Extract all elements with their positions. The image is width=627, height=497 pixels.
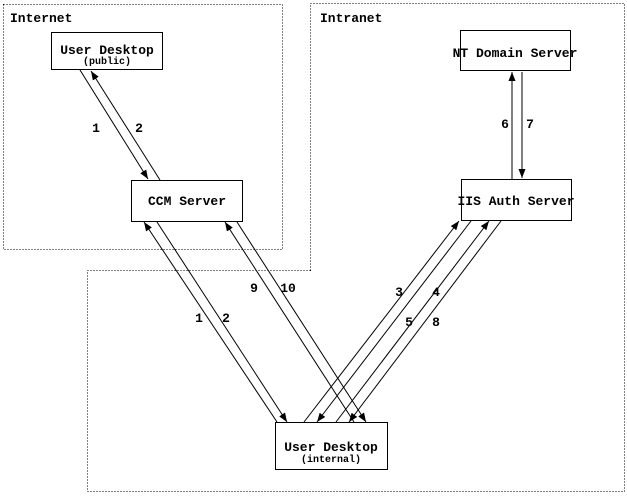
ccm-server-label: CCM Server xyxy=(148,194,226,209)
user-desktop-internal-label: User Desktop xyxy=(284,440,378,455)
zone-intranet-outline xyxy=(87,3,625,492)
user-desktop-internal-box xyxy=(275,422,388,470)
zone-internet-outline xyxy=(3,4,283,250)
edge-label-5: 5 xyxy=(405,315,413,330)
user-desktop-public-box xyxy=(51,32,163,70)
nt-domain-server-box xyxy=(460,30,571,71)
nt-domain-server-label: NT Domain Server xyxy=(453,46,578,61)
edge-iis-to-internal-desktop-8 xyxy=(348,220,502,423)
edge-label-1-internal: 1 xyxy=(195,311,203,326)
edge-label-8: 8 xyxy=(432,315,440,330)
edge-label-6: 6 xyxy=(501,117,509,132)
node-user-desktop-public: User Desktop (public) xyxy=(51,32,163,70)
iis-auth-server-label: IIS Auth Server xyxy=(457,194,574,209)
edge-label-10: 10 xyxy=(280,281,296,296)
edge-ccm-to-internal-desktop-10 xyxy=(236,221,367,423)
zone-internet-label: Internet xyxy=(10,11,72,26)
edge-label-9: 9 xyxy=(250,281,258,296)
edge-iis-to-internal-desktop-4 xyxy=(316,220,472,423)
edge-label-2-internal: 2 xyxy=(222,311,230,326)
edge-label-2-public: 2 xyxy=(135,121,143,136)
edge-internal-desktop-to-ccm-9 xyxy=(224,221,355,423)
edge-internal-desktop-to-ccm-1 xyxy=(143,221,278,423)
edge-label-1-public: 1 xyxy=(92,121,100,136)
user-desktop-public-label: User Desktop xyxy=(60,43,154,58)
edge-ccm-to-internal-desktop-2 xyxy=(156,221,288,423)
user-desktop-public-sublabel: (public) xyxy=(83,56,131,68)
edge-label-7: 7 xyxy=(526,117,534,132)
node-nt-domain-server: NT Domain Server xyxy=(453,30,578,71)
iis-auth-server-box xyxy=(461,179,572,221)
edge-internal-desktop-to-iis-3 xyxy=(303,220,460,423)
edge-internal-desktop-to-iis-5 xyxy=(335,220,490,423)
edge-public-desktop-to-ccm xyxy=(79,69,149,180)
user-desktop-internal-sublabel: (internal) xyxy=(301,454,361,466)
ccm-server-box xyxy=(131,180,243,222)
node-user-desktop-internal: User Desktop (internal) xyxy=(275,422,388,470)
zone-intranet-label: Intranet xyxy=(320,11,382,26)
edge-label-3: 3 xyxy=(395,285,403,300)
node-ccm-server: CCM Server xyxy=(131,180,243,222)
edge-ccm-to-public-desktop xyxy=(90,70,161,181)
edge-label-4: 4 xyxy=(432,285,440,300)
node-iis-auth-server: IIS Auth Server xyxy=(457,179,575,221)
